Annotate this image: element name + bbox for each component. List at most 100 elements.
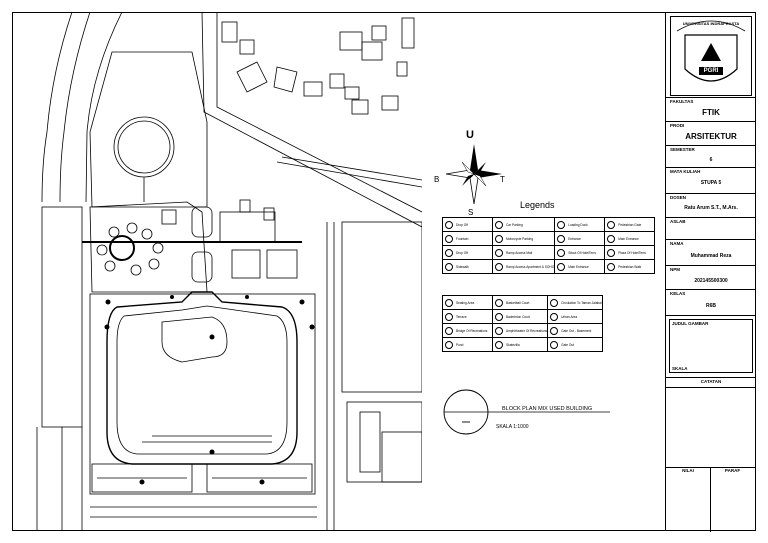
catatan-row: CATATAN	[666, 377, 756, 467]
university-name: UNIVERSITAS INDRAPRASTA	[682, 21, 740, 26]
park-zone	[89, 201, 208, 293]
road-edge-left-1	[41, 12, 73, 203]
north-arrow-icon	[445, 144, 502, 205]
legend-symbol-icon	[495, 262, 503, 271]
legend-item: Amphitheater Of Recreations	[491, 323, 549, 338]
block-plan-title: BLOCK PLAN MIX USED BUILDING	[502, 406, 593, 412]
legend-item-label: Motorcycle Parking	[506, 236, 534, 241]
legend-item: Fountain	[442, 231, 493, 246]
legend-item: Gate Out - Basement	[547, 323, 603, 338]
legend-item: Ramp Access Apartment & SOHO	[491, 259, 556, 274]
legend-item-label: Gate Out	[561, 342, 575, 347]
legend-item: Urban Area	[547, 309, 603, 324]
legend-symbol-icon	[607, 262, 616, 271]
legend-item-label: Main Entrance	[618, 236, 639, 241]
dosen-value: Ratu Arum S.T., M.Ars.	[684, 205, 738, 211]
legend-item: Gate Out	[547, 337, 603, 352]
legend-item-label: Plaza Of HotelTerrs	[618, 250, 646, 255]
legend-row: Drop Off Ramp Access Mall Sitout Of HotelT…	[442, 245, 656, 260]
legend-item: Seating Area	[442, 295, 493, 310]
legend-item: Bridge Of Recreations	[442, 323, 493, 338]
paraf-label: PARAF	[724, 468, 741, 473]
legend-symbol-icon	[550, 298, 559, 307]
central-plaza	[109, 235, 135, 261]
legend-item-label: Drop Off	[456, 222, 468, 227]
legend-symbol-icon	[550, 326, 559, 335]
legend-symbol-icon	[557, 234, 566, 243]
legend-item: Motorcycle Parking	[491, 231, 556, 246]
legend-item-label: Terrace	[456, 314, 467, 319]
east-label: T	[500, 175, 505, 184]
legend-item-label: Ramp Access Apartment & SOHO	[506, 264, 555, 269]
prodi-row: PRODI ARSITEKTUR	[666, 121, 756, 145]
legend-item-label: Loading Dock	[568, 222, 588, 227]
semester-value: 6	[709, 157, 713, 163]
legend-symbol-icon	[445, 312, 453, 321]
north-label: U	[466, 129, 474, 141]
university-seal-icon	[676, 20, 746, 82]
block-plan-drawing	[12, 12, 422, 531]
legend-symbol-icon	[445, 220, 453, 229]
legend-item: Main Entrance	[604, 231, 656, 246]
legend-item: Loading Dock	[554, 217, 606, 232]
roundabout-inner	[117, 120, 171, 174]
roundabout-outer	[113, 116, 175, 178]
legend-symbol-icon	[495, 312, 503, 321]
fakultas-row: FAKULTAS FTIK	[666, 97, 756, 121]
drawing-sheet-border	[12, 12, 756, 531]
legend-symbol-icon	[445, 326, 453, 335]
legend-symbol-icon	[495, 298, 503, 307]
nama-row: NAMA Muhammad Reza	[666, 239, 756, 265]
legend-item: Pedestrian Walk	[604, 259, 656, 274]
legend-item-label: Pedestrian Walk	[618, 264, 642, 269]
kelas-value: R6B	[705, 303, 716, 309]
legend-row: Bridge Of Recreations Amphitheater Of Rec…	[442, 323, 603, 338]
legend-item: Main Entrance	[554, 259, 606, 274]
legend-symbol-icon	[495, 326, 503, 335]
legend-symbol-icon	[557, 220, 566, 229]
npm-row: NPM 202145500300	[666, 265, 756, 289]
block-plan-title-symbol	[443, 389, 610, 435]
legend-symbol-icon	[495, 248, 503, 257]
legend-symbol-icon	[557, 248, 566, 257]
legend-item-label: Sitout Of HotelTerrs	[568, 250, 596, 255]
legend-item: Car Parking	[491, 217, 556, 232]
legend-symbol-icon	[607, 234, 616, 243]
legend-item: Terrace	[442, 309, 493, 324]
podium-building	[89, 293, 316, 495]
legend-symbol-icon	[607, 220, 616, 229]
legend-item-label: Drop Off	[456, 250, 468, 255]
legend-item: Sidewalk	[442, 259, 493, 274]
legend-row: Drop Off Car Parking Loading Dock Pedestria…	[442, 217, 656, 232]
prodi-value: ARSITEKTUR	[685, 132, 737, 141]
legend-item-label: Badminton Court	[506, 314, 530, 319]
legend-item-label: Sidewalk	[456, 264, 469, 269]
nilai-label: NILAI	[682, 468, 694, 473]
legends-title: Legends	[520, 200, 555, 210]
legend-item: Drop Off	[442, 245, 493, 260]
legend-item-label: Amphitheater Of Recreations	[506, 328, 548, 333]
fakultas-value: FTIK	[702, 108, 720, 117]
legend-item: Basketball Court	[491, 295, 549, 310]
legend-item-label: Car Parking	[506, 222, 523, 227]
legend-item: Ramp Access Mall	[491, 245, 556, 260]
legend-symbol-icon	[445, 298, 453, 307]
legend-item-label: Bridge Of Recreations	[456, 328, 488, 333]
legend-item: Skatezilla	[491, 337, 549, 352]
pgri-text: PGRI	[703, 68, 719, 74]
road-edge-left-3	[85, 12, 123, 203]
legend-row: Terrace Badminton Court Urban Area	[442, 309, 603, 324]
legend-item: Pedestrian Gate	[604, 217, 656, 232]
legend-symbol-icon	[445, 248, 453, 257]
legend-item-label: Pond	[456, 342, 464, 347]
legend-symbol-icon	[445, 340, 453, 349]
legend-item: Badminton Court	[491, 309, 549, 324]
legend-symbol-icon	[607, 248, 616, 257]
legend-item-label: Skatezilla	[506, 342, 520, 347]
aslab-row: ASLAB	[666, 217, 756, 239]
legend-item-label: Main Entrance	[568, 264, 589, 269]
npm-value: 202145500300	[694, 278, 728, 284]
